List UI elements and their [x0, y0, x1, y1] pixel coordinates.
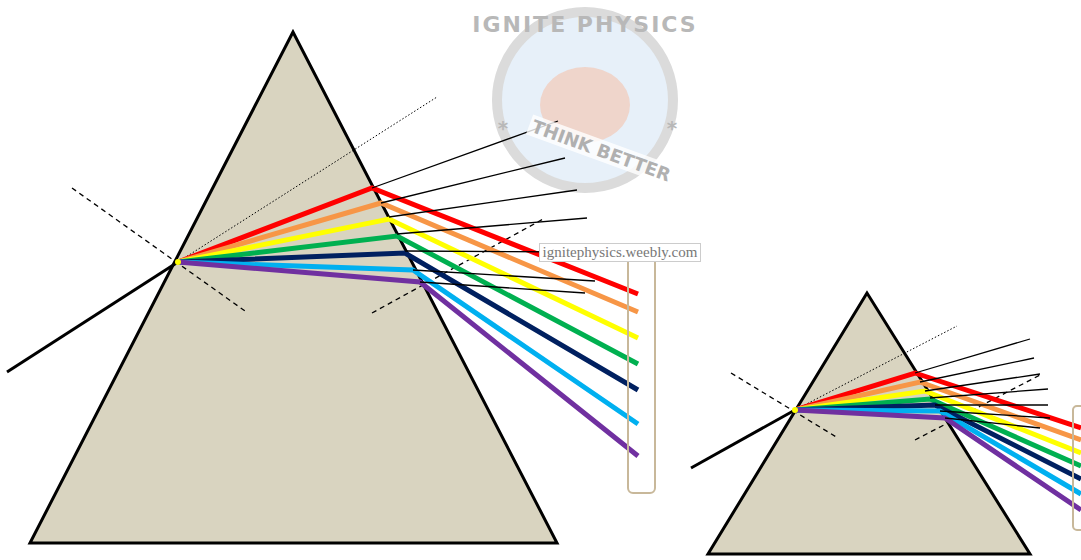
watermark-star: *: [498, 116, 508, 140]
incident-ray: [7, 262, 178, 372]
watermark-url: ignitephysics.weebly.com: [539, 243, 702, 262]
incidence-point: [175, 259, 181, 265]
watermark-title: IGNITE PHYSICS: [472, 12, 697, 37]
prism: [30, 32, 557, 543]
spectrum-rays: [178, 188, 638, 456]
screen: [628, 253, 655, 493]
spectrum-rays: [795, 373, 1081, 510]
incident-ray: [691, 410, 795, 468]
incidence-point: [792, 407, 798, 413]
watermark-star: *: [667, 116, 677, 140]
screen: [1073, 406, 1081, 530]
normal-lines: [915, 339, 1050, 428]
